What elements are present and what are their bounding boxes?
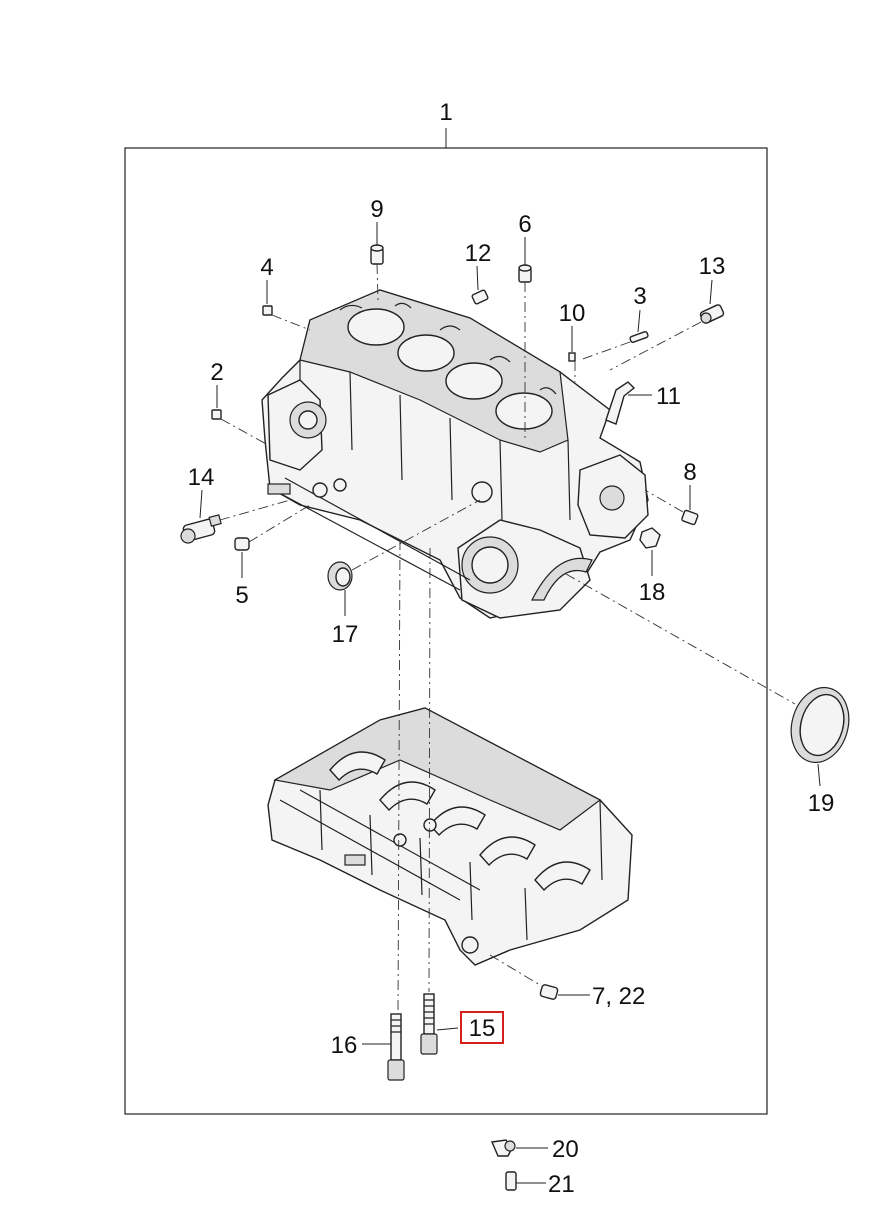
- plug-2: [211, 409, 222, 420]
- callout-21: 21: [548, 1171, 575, 1198]
- callout-12: 12: [465, 240, 492, 267]
- bolt-15: [420, 993, 438, 1055]
- phantom-lines: [219, 263, 796, 1013]
- assembly-frame: [124, 147, 768, 1115]
- callout-1: 1: [439, 99, 452, 126]
- callout-6: 6: [518, 211, 531, 238]
- callout-18: 18: [639, 579, 666, 606]
- bolt-21: [505, 1171, 517, 1191]
- pin-10: [568, 352, 576, 362]
- callout-15: 15: [469, 1015, 496, 1042]
- nut-18: [639, 527, 661, 549]
- callout-20: 20: [552, 1136, 579, 1163]
- plug-4: [262, 305, 273, 316]
- plug-13: [699, 304, 725, 324]
- dowel-7-22: [539, 984, 559, 1000]
- callout-11: 11: [656, 383, 681, 410]
- dowel-pin-6: [518, 264, 532, 283]
- callout-17: 17: [332, 621, 359, 648]
- bushing-5: [234, 537, 250, 551]
- pin-3: [629, 330, 649, 344]
- callout-5: 5: [235, 582, 248, 609]
- cylinder-block-upper: [261, 289, 649, 619]
- callout-19: 19: [808, 790, 835, 817]
- rear-oil-seal-19: [790, 686, 850, 764]
- callout-10: 10: [559, 300, 586, 327]
- callout-15-highlight: [460, 1011, 504, 1044]
- dowel-8: [681, 509, 699, 526]
- callout-16: 16: [331, 1032, 358, 1059]
- bolt-16: [387, 1013, 405, 1081]
- oil-seal-17: [327, 561, 353, 591]
- callout-3: 3: [633, 283, 646, 310]
- plug-12: [471, 289, 489, 305]
- oil-pressure-switch-14: [180, 514, 222, 544]
- callout-9: 9: [370, 196, 383, 223]
- callout-7-22: 7, 22: [592, 983, 645, 1010]
- crankcase-lower: [267, 707, 633, 966]
- bracket-20: [490, 1139, 516, 1157]
- callout-8: 8: [683, 459, 696, 486]
- callout-13: 13: [699, 253, 726, 280]
- callout-14: 14: [188, 464, 215, 491]
- callout-4: 4: [260, 254, 273, 281]
- callout-2: 2: [210, 359, 223, 386]
- pipe-11: [605, 381, 636, 425]
- dowel-pin-9: [370, 244, 384, 265]
- leader-lines: [199, 222, 821, 1184]
- callout-labels: 1 9 6 12 13 4 3 10 2 11 8 14 5 18 17 19 …: [188, 99, 835, 1198]
